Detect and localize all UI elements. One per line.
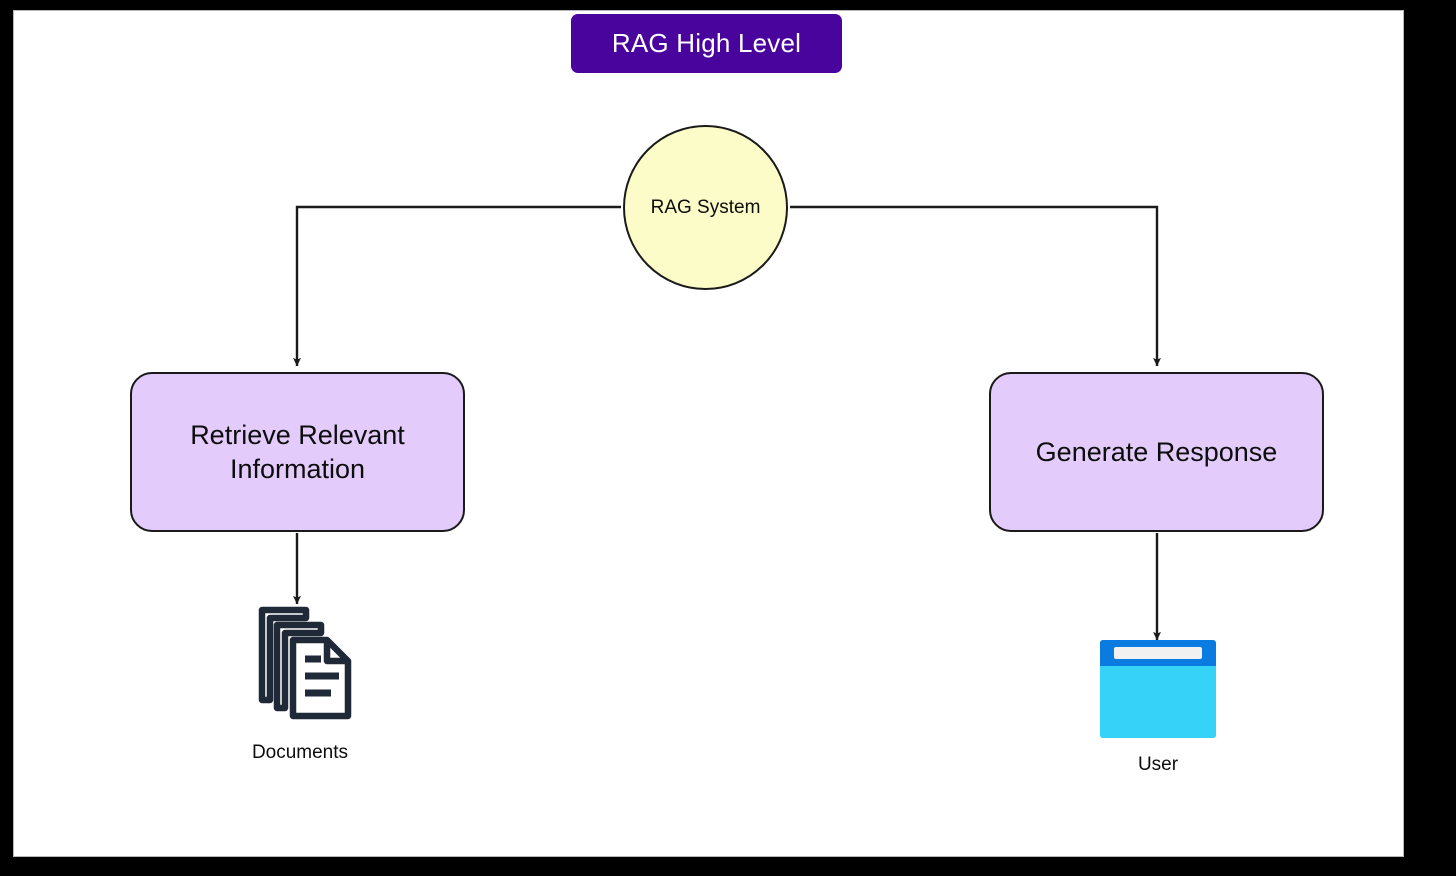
node-user[interactable]: User xyxy=(1058,640,1258,776)
documents-stack-icon xyxy=(258,606,352,720)
node-generate-label: Generate Response xyxy=(1035,436,1278,467)
node-retrieve-label-line1: Retrieve Relevant xyxy=(190,419,405,450)
page-title: RAG High Level xyxy=(611,28,802,58)
node-documents-caption: Documents xyxy=(251,742,349,763)
node-generate-response[interactable]: Generate Response xyxy=(989,372,1324,532)
node-documents[interactable]: Documents xyxy=(200,604,400,764)
node-rag-system-label: RAG System xyxy=(650,196,761,218)
browser-window-icon xyxy=(1100,640,1216,738)
node-retrieve-relevant-information[interactable]: Retrieve Relevant Information xyxy=(130,372,465,532)
diagram-title-banner: RAG High Level xyxy=(571,14,842,73)
browser-viewport xyxy=(1100,666,1216,738)
browser-titlebar xyxy=(1100,640,1216,666)
node-retrieve-label-line2: Information xyxy=(229,454,366,484)
node-user-caption: User xyxy=(1137,754,1179,775)
node-rag-system[interactable]: RAG System xyxy=(623,125,788,290)
browser-address-bar xyxy=(1114,647,1202,659)
node-retrieve-label: Retrieve Relevant Information xyxy=(174,418,421,487)
